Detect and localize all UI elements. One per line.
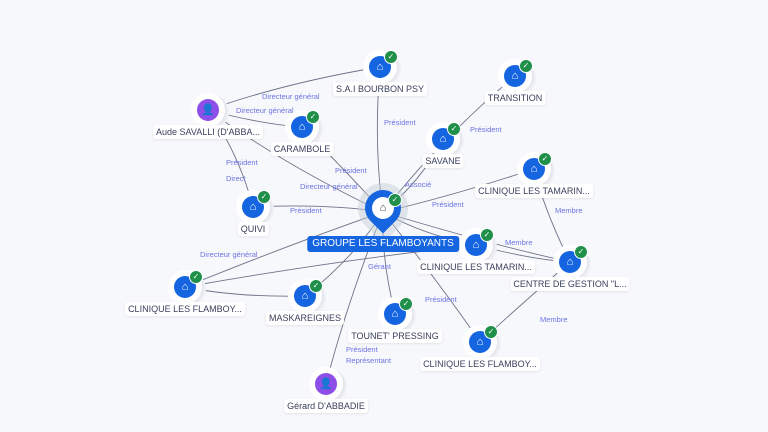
edge-label: Président — [335, 166, 367, 175]
verified-check-icon: ✓ — [306, 110, 320, 124]
verified-check-icon: ✓ — [189, 270, 203, 284]
edge-flamboy1-maskareignes — [184, 286, 306, 297]
verified-check-icon: ✓ — [484, 325, 498, 339]
verified-check-icon: ✓ — [388, 193, 402, 207]
edge-label: Directeur général — [262, 92, 320, 101]
edge-label: Directeur général — [200, 250, 258, 259]
node-label: CLINIQUE LES FLAMBOY... — [125, 302, 245, 316]
node-label: TRANSITION — [484, 91, 546, 105]
edge-flamboy1-center — [184, 211, 384, 288]
edge-label: Président — [290, 206, 322, 215]
verified-check-icon: ✓ — [519, 59, 533, 73]
edge-label: Directeur général — [300, 182, 358, 191]
verified-check-icon: ✓ — [574, 245, 588, 259]
node-label: MASKAREIGNES — [265, 311, 345, 325]
edge-label: Membre — [505, 238, 533, 247]
node-label: SAVANE — [422, 154, 464, 168]
edge-aude-bourbon — [207, 66, 381, 111]
node-label: Aude SAVALLI (D'ABBA... — [153, 125, 263, 139]
person-icon: 👤 — [315, 373, 337, 395]
edge-label: Directeur général — [236, 106, 294, 115]
node-label: CENTRE DE GESTION "L... — [510, 277, 630, 291]
verified-check-icon: ✓ — [447, 122, 461, 136]
edge-aude-center — [207, 109, 384, 213]
node-label: Gérard D'ABBADIE — [284, 399, 368, 413]
edge-label: Représentant — [346, 356, 392, 365]
node-label: S.A.I BOURBON PSY — [332, 82, 428, 96]
edge-label: Membre — [555, 206, 583, 215]
person-icon: 👤 — [197, 99, 219, 121]
verified-check-icon: ✓ — [384, 50, 398, 64]
verified-check-icon: ✓ — [309, 279, 323, 293]
edge-label: Président — [425, 295, 457, 304]
verified-check-icon: ✓ — [480, 228, 494, 242]
edge-label: Gérant — [368, 262, 391, 271]
node-label: TOUNET' PRESSING — [348, 329, 442, 343]
edge-label: Président — [470, 125, 502, 134]
edge-label: Associé — [405, 180, 432, 189]
edge-label: Président — [226, 158, 258, 167]
edge-label: Président — [432, 200, 464, 209]
edge-gerard-center — [325, 211, 384, 385]
node-label: CLINIQUE LES TAMARIN... — [417, 260, 535, 274]
edge-label: Membre — [540, 315, 568, 324]
verified-check-icon: ✓ — [399, 297, 413, 311]
edge-label: Direct — [226, 174, 246, 183]
node-label: CLINIQUE LES FLAMBOY... — [420, 357, 540, 371]
edge-label: Président — [384, 118, 416, 127]
node-label: CLINIQUE LES TAMARIN... — [475, 184, 593, 198]
verified-check-icon: ✓ — [538, 152, 552, 166]
center-node-label: GROUPE LES FLAMBOYANTS — [307, 236, 459, 252]
verified-check-icon: ✓ — [257, 190, 271, 204]
edge-label: Président — [346, 345, 378, 354]
node-label: QUIVI — [237, 222, 269, 236]
node-label: CARAMBOLE — [270, 142, 334, 156]
